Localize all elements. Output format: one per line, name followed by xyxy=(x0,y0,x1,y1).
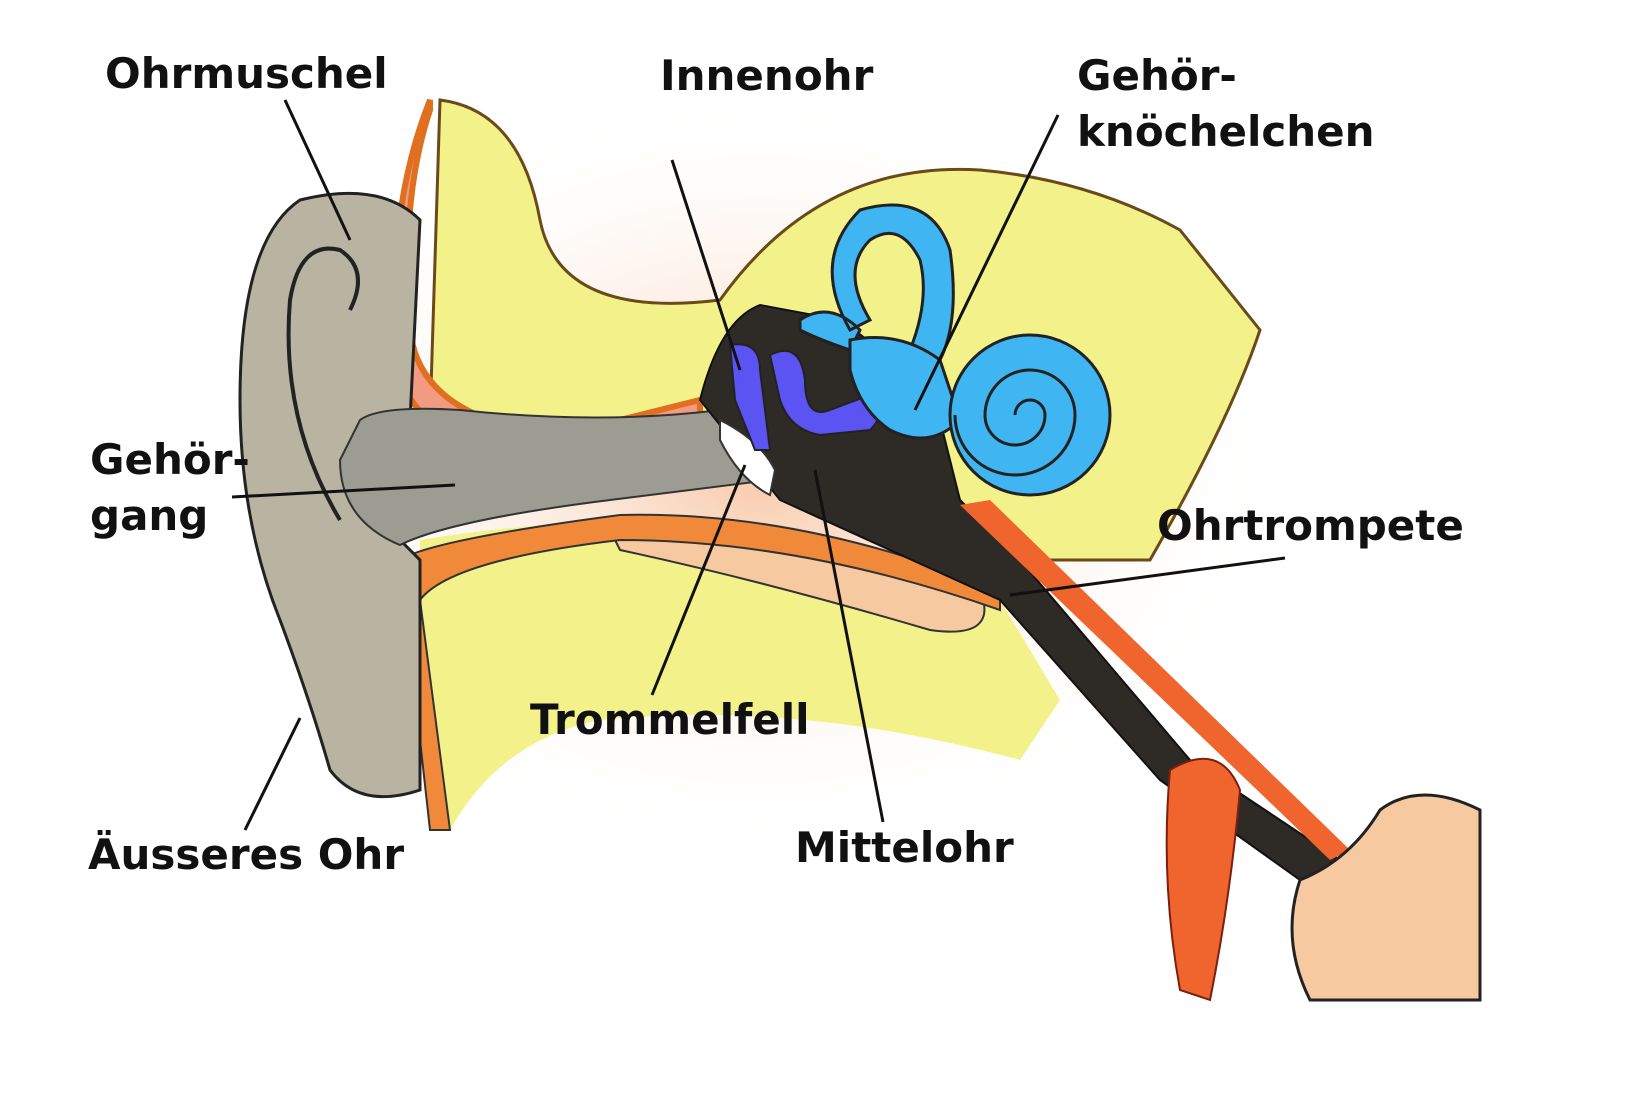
cochlea-spiral xyxy=(953,368,1077,477)
vestibule xyxy=(848,336,962,440)
leader-gehoerknoechelchen xyxy=(913,114,1060,411)
label-innenohr: Innenohr xyxy=(660,51,874,100)
label-mittelohr: Mittelohr xyxy=(795,823,1014,872)
leader-innenohr xyxy=(670,159,742,371)
leader-ohrmuschel xyxy=(283,99,352,241)
label-gehoergang-2: gang xyxy=(90,491,209,540)
label-aeusseres-ohr: Äusseres Ohr xyxy=(88,830,405,879)
outer-ear-fold xyxy=(286,246,360,522)
label-gehoergang-1: Gehör- xyxy=(90,435,250,484)
label-gehoerknoechelchen-2: knöchelchen xyxy=(1077,107,1375,156)
label-trommelfell: Trommelfell xyxy=(530,695,810,744)
leader-lines xyxy=(231,99,1286,831)
cochlea xyxy=(948,333,1112,497)
leader-gehoergang xyxy=(231,483,456,499)
tube-muscle xyxy=(1165,757,1242,1002)
leader-mittelohr xyxy=(813,469,885,823)
leader-trommelfell xyxy=(650,464,747,696)
eardrum xyxy=(719,418,777,497)
leader-ohrtrompete xyxy=(1009,556,1286,597)
leader-aeusseres-ohr xyxy=(243,717,302,831)
label-ohrtrompete: Ohrtrompete xyxy=(1157,501,1464,550)
canal-floor-lining xyxy=(398,513,1001,831)
label-ohrmuschel: Ohrmuschel xyxy=(105,49,388,98)
label-gehoerknoechelchen-1: Gehör- xyxy=(1077,51,1237,100)
pharynx-skin xyxy=(1290,793,1482,1002)
